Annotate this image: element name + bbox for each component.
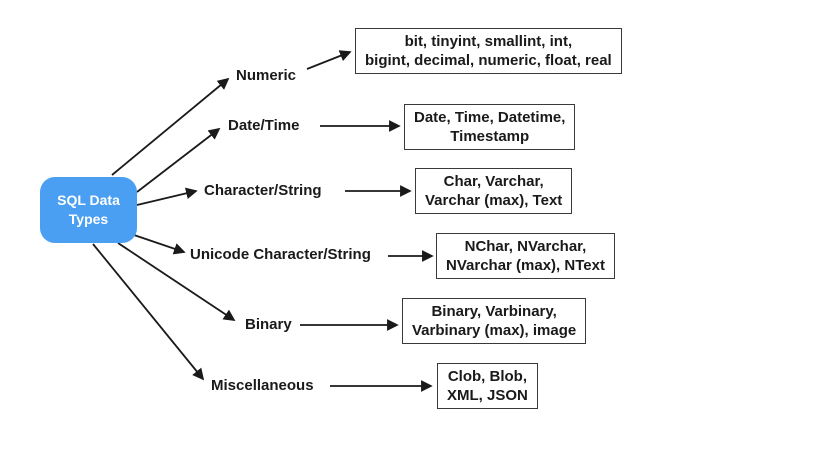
type-box-line: NChar, NVarchar, xyxy=(464,238,587,255)
type-box-line: XML, JSON xyxy=(447,387,528,404)
type-box-line: bigint, decimal, numeric, float, real xyxy=(365,52,612,69)
type-box-binary: Binary, Varbinary, Varbinary (max), imag… xyxy=(402,298,587,344)
category-label-miscellaneous: Miscellaneous xyxy=(211,377,314,394)
category-label-datetime: Date/Time xyxy=(228,117,300,134)
type-box-unicode: NChar, NVarchar, NVarchar (max), NText xyxy=(436,233,615,279)
category-label-numeric: Numeric xyxy=(236,67,297,84)
root-node-label: SQL Data Types xyxy=(57,192,120,227)
root-node: SQL Data Types xyxy=(40,177,137,243)
category-label-unicode: Unicode Character/String xyxy=(190,246,371,263)
arrow-root-to-character-string xyxy=(136,187,198,206)
type-box-line: Date, Time, Datetime, xyxy=(414,109,566,126)
arrow-root-to-numeric xyxy=(111,77,230,176)
type-box-line: Clob, Blob, xyxy=(447,368,527,385)
arrow-numeric-to-types xyxy=(306,50,352,70)
type-box-character-string: Char, Varchar, Varchar (max), Text xyxy=(415,168,573,214)
type-box-line: bit, tinyint, smallint, int, xyxy=(404,33,573,50)
type-box-line: Timestamp xyxy=(450,128,530,145)
category-label-binary: Binary xyxy=(245,316,292,333)
type-box-line: Varchar (max), Text xyxy=(425,192,563,209)
type-box-numeric: bit, tinyint, smallint, int, bigint, dec… xyxy=(355,28,622,74)
type-box-line: NVarchar (max), NText xyxy=(446,257,605,274)
type-box-datetime: Date, Time, Datetime, Timestamp xyxy=(404,104,576,150)
arrow-root-to-miscellaneous xyxy=(92,243,205,381)
type-box-miscellaneous: Clob, Blob, XML, JSON xyxy=(437,363,538,409)
type-box-line: Char, Varchar, xyxy=(443,173,544,190)
type-box-line: Binary, Varbinary, xyxy=(431,303,557,320)
arrow-root-to-unicode xyxy=(133,234,186,255)
category-label-character-string: Character/String xyxy=(204,182,322,199)
type-box-line: Varbinary (max), image xyxy=(412,322,577,339)
